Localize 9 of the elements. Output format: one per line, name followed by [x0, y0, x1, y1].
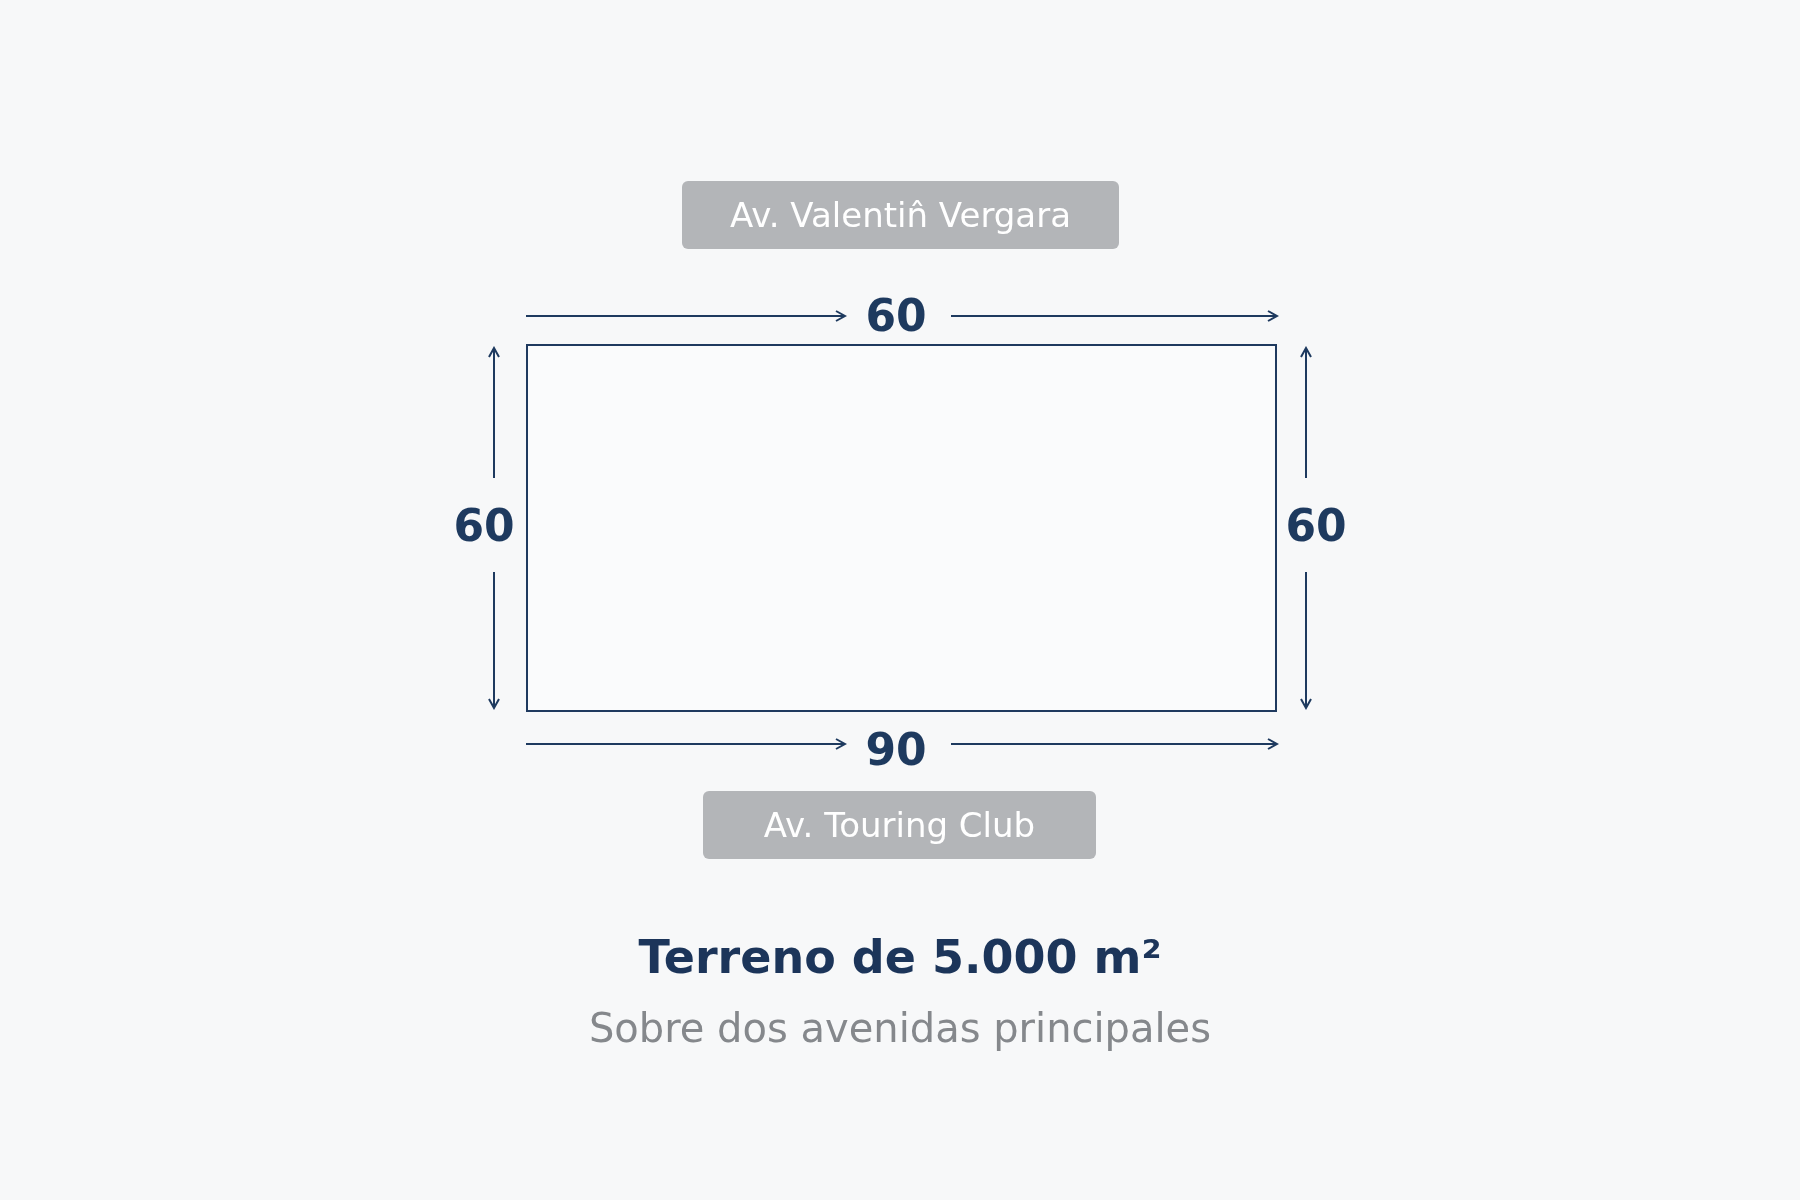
dimension-label: 60 [453, 504, 515, 548]
lot-outline [526, 344, 1277, 712]
caption: Sobre dos avenidas principales [587, 1005, 1213, 1051]
dimension-label: 90 [865, 728, 927, 772]
dimension-label: 60 [865, 294, 927, 338]
dimension-label: 60 [1285, 504, 1347, 548]
street-name-label: Av. Valentin̂ Vergara [682, 181, 1119, 249]
title: Terreno de 5.000 m² [637, 930, 1163, 984]
street-name-label: Av. Touring Club [703, 791, 1096, 859]
